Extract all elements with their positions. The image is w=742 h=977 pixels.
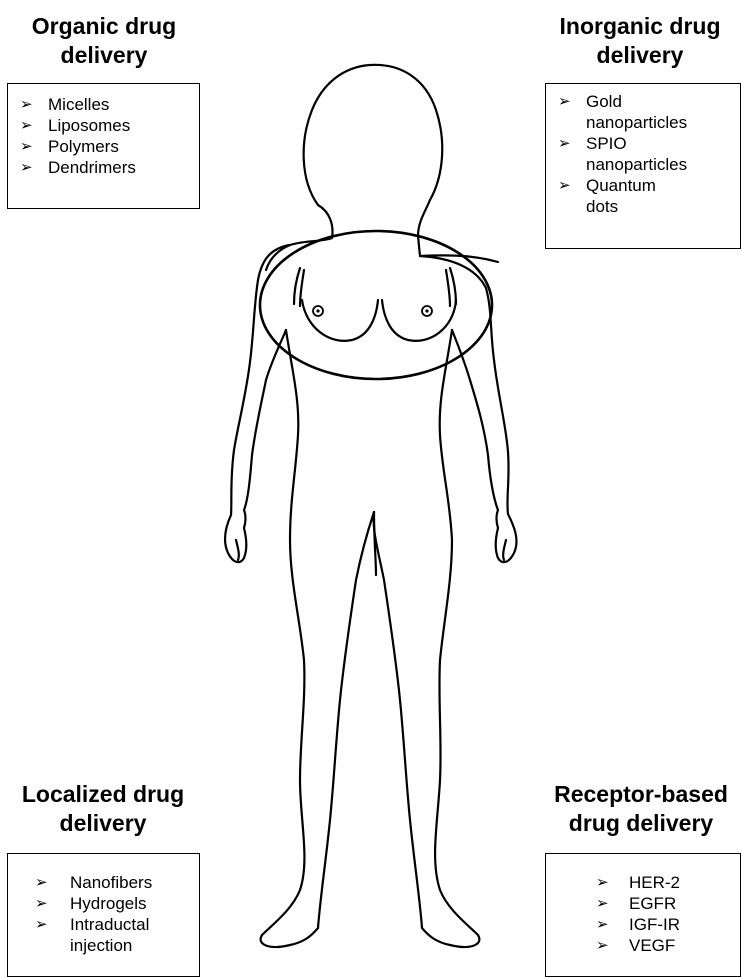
arrow-bullet-icon: ➢ [20, 94, 33, 115]
list-item: ➢EGFR [546, 893, 740, 914]
arrow-bullet-icon: ➢ [596, 914, 609, 935]
list-item: ➢Quantum dots [546, 175, 740, 217]
organic-list-box: ➢Micelles ➢Liposomes ➢Polymers ➢Dendrime… [7, 83, 200, 209]
armpit-right [450, 268, 456, 304]
arrow-bullet-icon: ➢ [20, 115, 33, 136]
armpit-left [294, 268, 300, 304]
inorganic-list: ➢Gold nanoparticles ➢SPIO nanoparticles … [546, 91, 740, 217]
list-item: ➢Dendrimers [8, 157, 199, 178]
arrow-bullet-icon: ➢ [35, 872, 48, 893]
list-item: ➢HER-2 [546, 872, 740, 893]
arrow-bullet-icon: ➢ [20, 157, 33, 178]
arrow-bullet-icon: ➢ [596, 893, 609, 914]
breast-left [302, 300, 378, 341]
armpit-right-2 [446, 270, 450, 306]
arrow-bullet-icon: ➢ [596, 935, 609, 956]
list-item: ➢Liposomes [8, 115, 199, 136]
arrow-bullet-icon: ➢ [558, 175, 571, 196]
right-arm-outer [420, 256, 516, 562]
inner-leg-left [318, 512, 374, 928]
receptor-title: Receptor-based drug delivery [540, 780, 742, 838]
list-item: ➢Micelles [8, 94, 199, 115]
arrow-bullet-icon: ➢ [558, 91, 571, 112]
list-item: ➢VEGF [546, 935, 740, 956]
list-item: ➢Gold nanoparticles [546, 91, 740, 133]
arrow-bullet-icon: ➢ [35, 893, 48, 914]
localized-title: Localized drug delivery [0, 780, 206, 838]
inorganic-title: Inorganic drug delivery [538, 12, 742, 70]
neck-left [266, 205, 332, 270]
crotch-line [374, 512, 376, 575]
arrow-bullet-icon: ➢ [35, 914, 48, 935]
right-hand [452, 330, 498, 558]
torso-right [422, 330, 479, 947]
receptor-list: ➢HER-2 ➢EGFR ➢IGF-IR ➢VEGF [546, 872, 740, 956]
organic-title: Organic drug delivery [4, 12, 204, 70]
list-item: ➢SPIO nanoparticles [546, 133, 740, 175]
localized-list-box: ➢Nanofibers ➢Hydrogels ➢Intraductal inje… [7, 853, 200, 977]
arrow-bullet-icon: ➢ [558, 133, 571, 154]
arrow-bullet-icon: ➢ [596, 872, 609, 893]
left-arm-outer [225, 245, 290, 562]
list-item: ➢Intraductal injection [8, 914, 199, 956]
torso-left [261, 330, 318, 947]
list-item: ➢Nanofibers [8, 872, 199, 893]
list-item: ➢IGF-IR [546, 914, 740, 935]
arrow-bullet-icon: ➢ [20, 136, 33, 157]
breast-highlight-ellipse [260, 231, 492, 379]
list-item: ➢Hydrogels [8, 893, 199, 914]
receptor-list-box: ➢HER-2 ➢EGFR ➢IGF-IR ➢VEGF [545, 853, 741, 977]
localized-list: ➢Nanofibers ➢Hydrogels ➢Intraductal inje… [8, 872, 199, 956]
right-finger [503, 540, 506, 560]
list-item: ➢Polymers [8, 136, 199, 157]
left-finger [236, 540, 239, 560]
organic-list: ➢Micelles ➢Liposomes ➢Polymers ➢Dendrime… [8, 94, 199, 178]
breast-right [382, 300, 456, 341]
inorganic-list-box: ➢Gold nanoparticles ➢SPIO nanoparticles … [545, 83, 741, 249]
inner-leg-right [374, 512, 422, 928]
